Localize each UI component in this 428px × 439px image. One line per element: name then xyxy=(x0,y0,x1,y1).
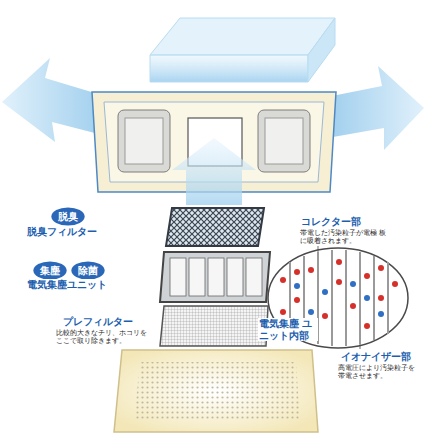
badge-text: 集塵 xyxy=(40,265,60,276)
feature-badge: 集塵 xyxy=(33,261,67,280)
note-text: 高電圧により汚染粒子を 帯電させます。 xyxy=(338,364,424,380)
part-name: 脱臭フィルター xyxy=(26,226,98,238)
badge-text: 脱臭 xyxy=(58,211,78,222)
part-name: イオナイザー部 xyxy=(340,351,412,363)
note-text: 帯電した汚染粒子が電極 板に吸着されます。 xyxy=(300,229,390,245)
badge-text: 除菌 xyxy=(78,265,98,276)
feature-badge: 除菌 xyxy=(71,261,105,280)
part-name: 電気集塵 ユニット内部 xyxy=(258,318,318,341)
feature-badge: 脱臭 xyxy=(51,207,85,226)
part-name: コレクター部 xyxy=(300,216,362,228)
note-text: 比較的大きなチリ、ホコリを ここで取り除きます。 xyxy=(56,329,154,345)
part-name: プレフィルター xyxy=(62,316,134,328)
part-name: 電気集塵ユニット xyxy=(26,279,108,291)
